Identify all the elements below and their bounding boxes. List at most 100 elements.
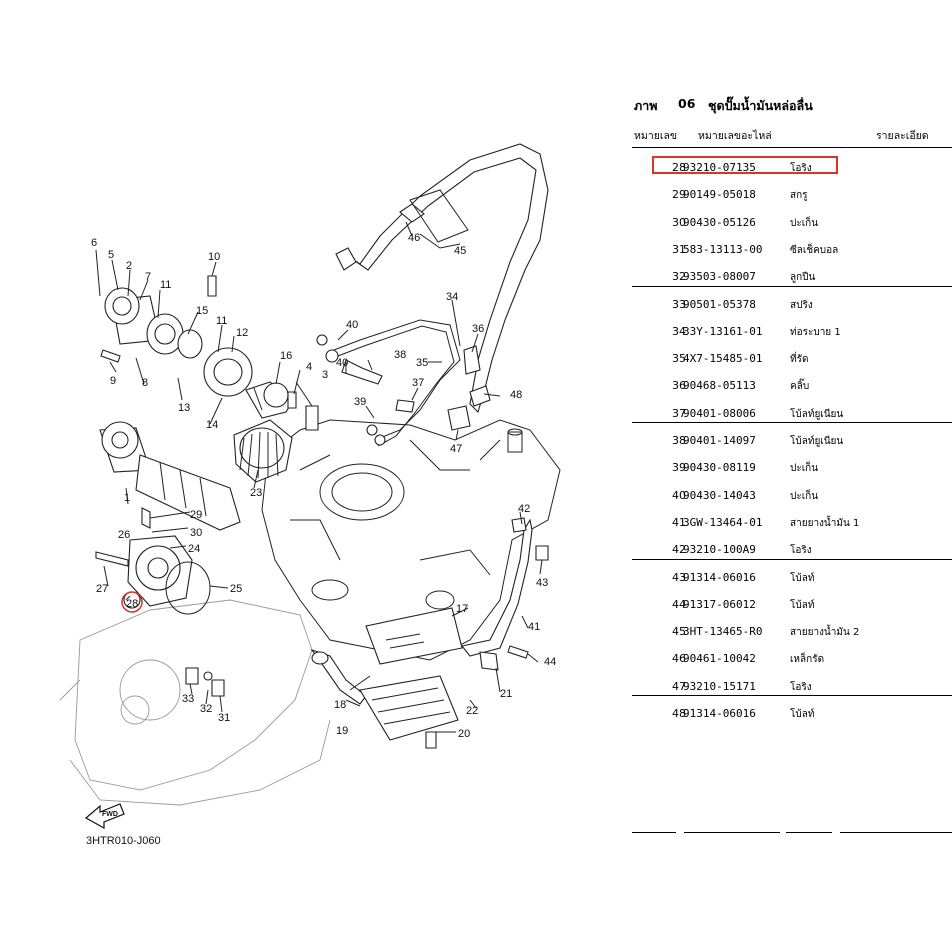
part-number: 3HT-13465-R0 (683, 625, 763, 639)
part-number: 93210-15171 (683, 679, 756, 693)
column-header-number: หมายเลข (634, 130, 678, 142)
callout-28-highlight-ring (121, 591, 143, 613)
ref-number: 48 (672, 707, 686, 720)
oil-pump-assembly (95, 275, 319, 697)
callout-21: 21 (500, 688, 512, 700)
ref-number: 32 (672, 270, 686, 284)
callout-35: 35 (416, 357, 428, 369)
ref-number: 42 (672, 543, 686, 557)
part-number: 33Y-13161-01 (683, 324, 763, 338)
callout-2: 2 (126, 260, 132, 272)
callout-45: 45 (454, 245, 466, 257)
part-name: โอริง (790, 163, 812, 174)
callout-24: 24 (188, 543, 200, 555)
ref-number: 33 (672, 297, 686, 311)
ref-number: 31 (672, 242, 686, 256)
part-number: 90401-14097 (683, 434, 756, 447)
callout-28: 28 (126, 598, 138, 610)
part-number: 93210-100A9 (683, 543, 756, 557)
footer-rule (684, 832, 780, 833)
callout-7: 7 (145, 271, 151, 283)
callout-37: 37 (412, 377, 424, 389)
callout-46: 46 (408, 232, 420, 244)
callout-22: 22 (466, 705, 478, 717)
callout-47: 47 (450, 443, 462, 455)
figure-number: 06 (678, 96, 696, 111)
callout-11b: 11 (216, 315, 227, 327)
footer-rule (786, 832, 832, 833)
callout-26: 26 (118, 529, 130, 541)
part-number: 90461-10042 (683, 652, 756, 666)
ref-number: 47 (672, 679, 686, 693)
callout-23: 23 (250, 487, 262, 499)
ref-number: 36 (672, 379, 686, 393)
callout-6: 6 (91, 237, 97, 249)
callout-32: 32 (200, 703, 212, 715)
part-number: 90501-05378 (683, 297, 756, 311)
callout-31: 31 (218, 712, 230, 724)
part-number: 90468-05113 (683, 379, 756, 393)
part-name: โบ้ลท์ (790, 709, 815, 720)
callout-16: 16 (280, 350, 292, 362)
ref-number: 38 (672, 434, 686, 447)
callout-27: 27 (96, 583, 108, 595)
part-name: ซีลเช็คบอล (790, 244, 839, 256)
part-name: โบ้ลท์ (790, 572, 815, 584)
column-header-description: รายละเอียด (876, 130, 929, 142)
footer-rule (840, 832, 952, 833)
callout-15: 15 (196, 305, 208, 317)
footer-rule (632, 832, 676, 833)
part-name: สายยางน้ำมัน 2 (790, 627, 860, 639)
callout-38: 38 (394, 349, 406, 361)
part-number: 90430-05126 (683, 215, 756, 229)
callout-39: 39 (354, 396, 366, 408)
ref-number: 45 (672, 625, 686, 639)
ref-number: 29 (672, 188, 686, 202)
part-name: ลูกปืน (790, 272, 816, 284)
figure-label: ภาพ (634, 98, 658, 113)
part-name: สปริง (790, 299, 813, 311)
column-header-part-number: หมายเลขอะไหล่ (698, 130, 772, 142)
part-number: 91314-06016 (683, 570, 756, 584)
ref-number: 34 (672, 324, 686, 338)
ref-number: 28 (672, 161, 686, 174)
ref-number: 40 (672, 488, 686, 502)
part-name: ปะเก็น (790, 217, 819, 229)
exploded-parts-diagram: 1 2 3 4 5 6 7 8 9 10 11 11 12 13 14 15 1… (59, 143, 561, 847)
ref-number: 30 (672, 215, 686, 229)
callout-5: 5 (108, 249, 114, 261)
part-name: สายยางน้ำมัน 1 (790, 517, 860, 529)
part-number: 91317-06012 (683, 597, 756, 611)
callout-11a: 11 (160, 279, 171, 291)
callout-12: 12 (236, 327, 248, 339)
callout-10: 10 (208, 251, 220, 263)
part-name: ท่อระบาย 1 (790, 326, 841, 338)
fwd-label: FWD (102, 811, 118, 818)
header-rule (632, 147, 952, 148)
part-number: 4X7-15485-01 (683, 352, 763, 366)
part-number: 91314-06016 (683, 707, 756, 720)
callout-34: 34 (446, 291, 458, 303)
part-number: 93210-07135 (683, 161, 756, 174)
